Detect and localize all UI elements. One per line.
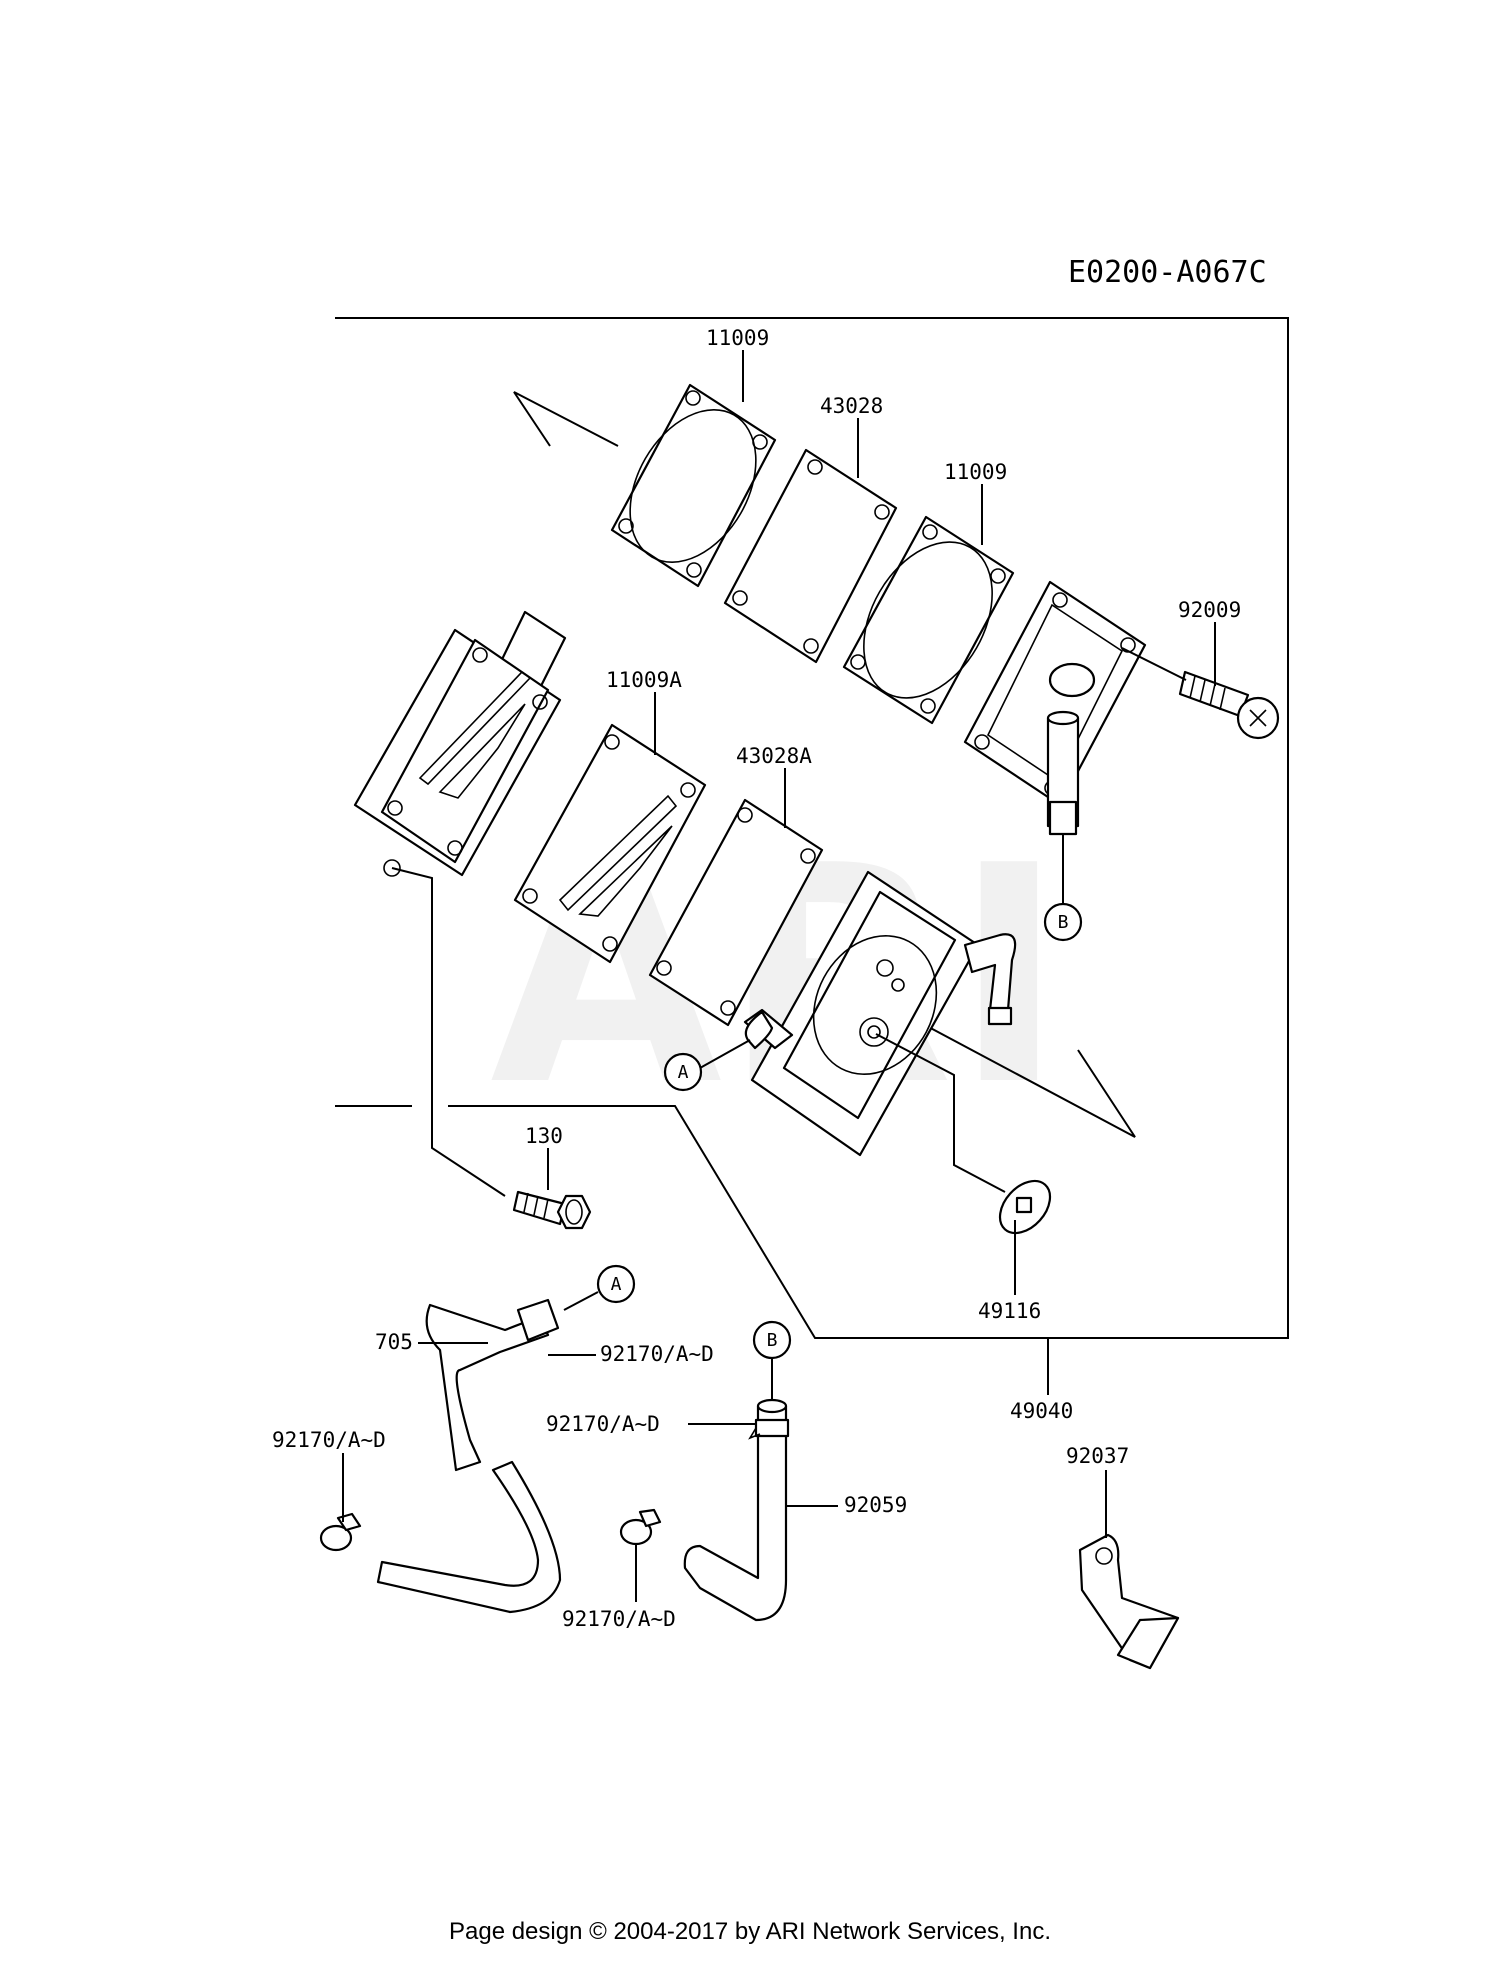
label-11009-top: 11009 (706, 326, 769, 350)
view-arrow-top (513, 391, 619, 447)
callout-a-pump: A (678, 1062, 689, 1083)
assembly-boundary (335, 317, 1289, 1339)
diaphragm-43028a (648, 798, 824, 1027)
label-92059: 92059 (844, 1493, 907, 1517)
callout-b-hose-circle (752, 1320, 792, 1360)
leader-92009-hole (1121, 647, 1187, 681)
callout-b-pump: B (1058, 912, 1069, 933)
pump-cover (963, 580, 1147, 836)
bracket-92037 (1078, 1533, 1180, 1670)
leader-a-hose (563, 1291, 599, 1311)
callout-b-hose: B (767, 1330, 778, 1351)
hose-705 (376, 1298, 562, 1614)
label-11009-mid: 11009 (944, 460, 1007, 484)
leader-a-pump (699, 1039, 751, 1069)
clamp-92170-left (319, 1512, 362, 1552)
leader-130 (391, 867, 506, 1197)
pump-flange (353, 610, 567, 877)
label-92037: 92037 (1066, 1444, 1129, 1468)
screw-92009 (1178, 670, 1280, 740)
label-130: 130 (525, 1124, 563, 1148)
label-11009a: 11009A (606, 668, 682, 692)
label-92170-bottom: 92170/A~D (562, 1607, 676, 1631)
label-49040: 49040 (1010, 1399, 1073, 1423)
gasket-11009-mid (842, 515, 1015, 725)
pump-body (743, 870, 1017, 1157)
view-arrow-bottom (877, 999, 1136, 1138)
label-705: 705 (375, 1330, 413, 1354)
callout-a-hose: A (611, 1274, 622, 1295)
callout-b-pump-circle (1043, 902, 1083, 942)
label-43028a: 43028A (736, 744, 812, 768)
label-92170-top: 92170/A~D (600, 1342, 714, 1366)
label-43028: 43028 (820, 394, 883, 418)
diaphragm-43028 (723, 448, 898, 664)
gasket-11009-top (610, 383, 777, 588)
label-92170-left: 92170/A~D (272, 1428, 386, 1452)
diagram-code: E0200-A067C (1068, 255, 1267, 290)
bolt-130 (512, 1190, 592, 1230)
label-92009: 92009 (1178, 598, 1241, 622)
callout-a-pump-circle (663, 1052, 703, 1092)
clamp-92170-bottom (619, 1508, 662, 1546)
hose-92059 (683, 1398, 790, 1622)
leader-49116 (875, 1033, 1006, 1193)
label-92170-mid: 92170/A~D (546, 1412, 660, 1436)
washer-49116 (998, 1179, 1052, 1235)
label-49116: 49116 (978, 1299, 1041, 1323)
page-footer: Page design © 2004-2017 by ARI Network S… (448, 1918, 1051, 1945)
callout-a-hose-circle (596, 1264, 636, 1304)
gasket-11009a (513, 723, 707, 964)
